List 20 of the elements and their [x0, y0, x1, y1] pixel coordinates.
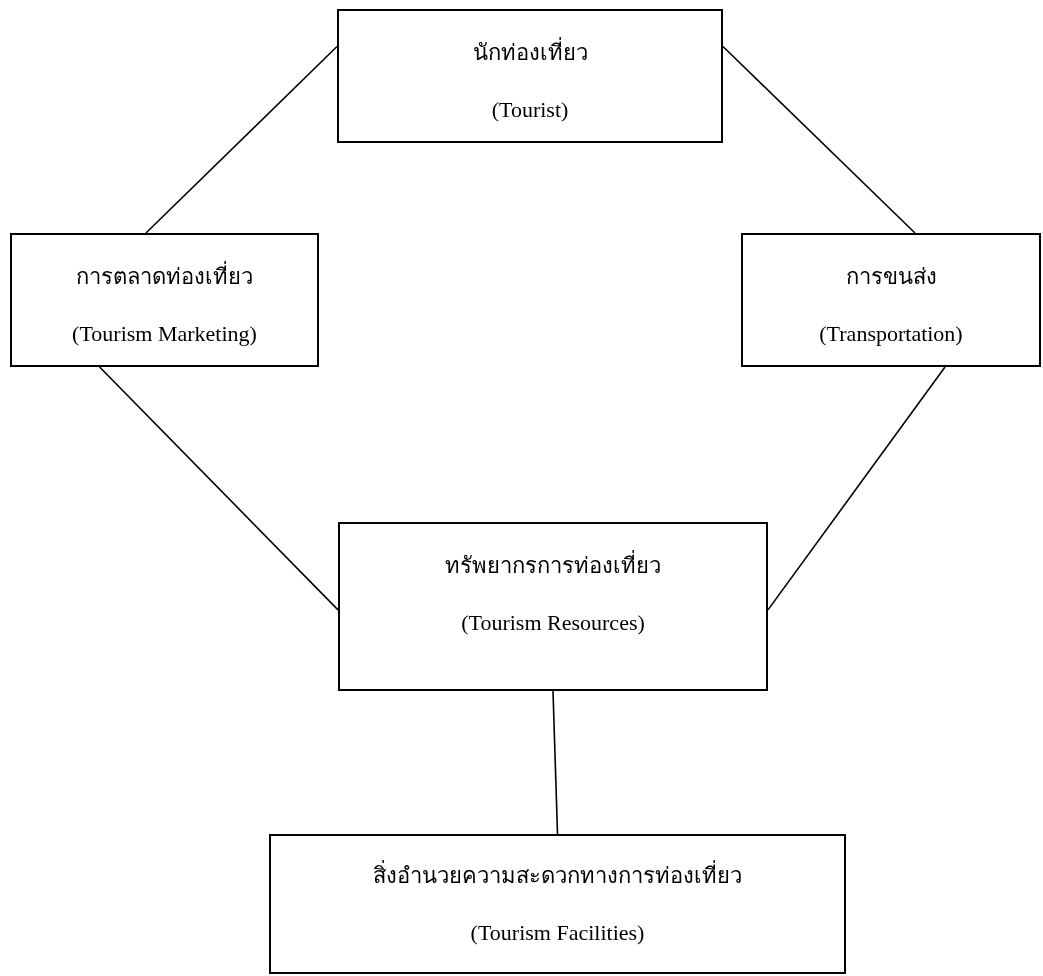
thai-label: นักท่องเที่ยว: [472, 35, 588, 70]
connector-line: [98, 366, 339, 611]
concept-box: [741, 233, 1041, 367]
connector-line: [552, 690, 559, 835]
concept-box: [10, 233, 319, 367]
english-label: (Tourism Facilities): [470, 920, 645, 946]
thai-label: การขนส่ง: [845, 263, 937, 291]
english-label: (Tourism Marketing): [72, 321, 257, 347]
connector-line: [722, 45, 916, 234]
concept-box: [337, 9, 723, 143]
english-label: (Tourist): [491, 97, 569, 123]
english-label: (Tourism Resources): [461, 610, 645, 636]
english-label: (Transportation): [819, 321, 963, 347]
concept-box: [269, 834, 846, 974]
thai-label: สิ่งอำนวยความสะดวกทางการท่องเที่ยว: [373, 858, 742, 893]
thai-label: ทรัพยากรการท่องเที่ยว: [445, 548, 661, 583]
thai-label: การตลาดท่องเที่ยว: [76, 259, 253, 294]
connector-line: [767, 366, 946, 611]
connector-line: [145, 45, 338, 234]
concept-box: [338, 522, 768, 691]
